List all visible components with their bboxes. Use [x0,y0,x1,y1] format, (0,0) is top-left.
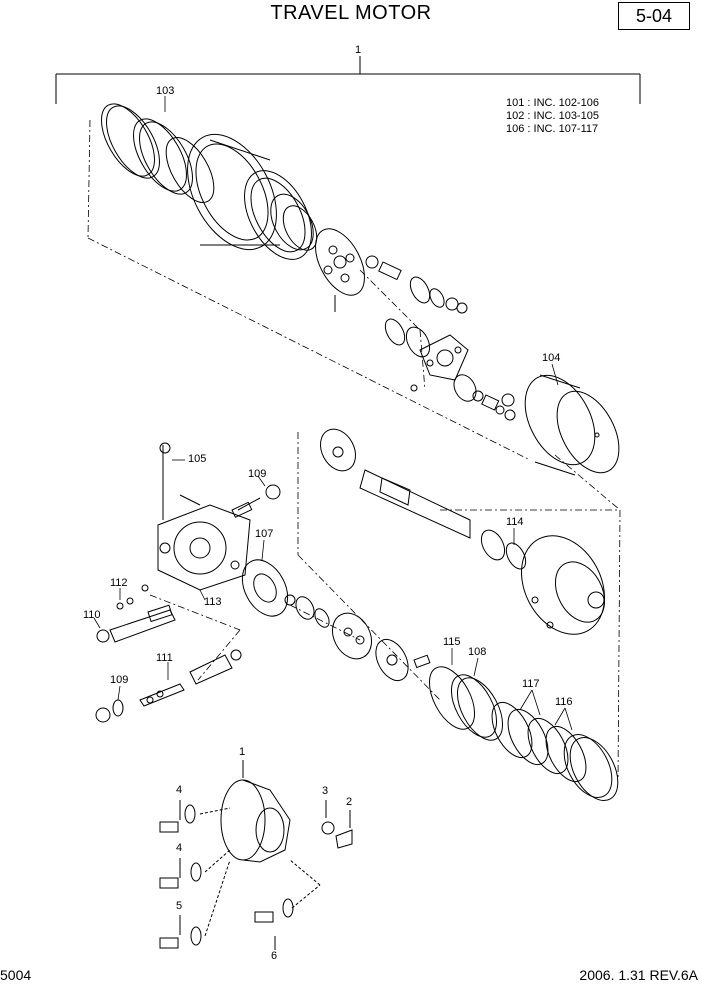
part-111-valve [95,649,242,723]
callout-111: 111 [156,652,173,664]
callout-103: 103 [156,85,175,97]
callout-1-bottom: 1 [239,746,246,758]
leader-lines [93,96,573,731]
callout-109a: 109 [248,468,267,480]
legend-line: 101 : INC. 102-106 [506,97,599,109]
callout-107: 107 [255,528,274,540]
main-housing [187,133,318,260]
callout-115: 115 [443,636,461,648]
callout-112: 112 [110,577,128,589]
fittings [159,821,274,949]
page-title: TRAVEL MOTOR [270,2,432,24]
valve-plate-group [384,318,516,421]
shaft-parts-upper [365,255,468,314]
callout-4b: 4 [176,842,183,854]
callout-6: 6 [271,950,278,962]
part-110-spool [96,584,176,643]
footer-revision: 2006. 1.31 REV.6A [579,967,698,983]
footer-code: 5004 [0,967,32,983]
part-115-108-rings [428,666,504,741]
page-reference: 5-04 [618,2,690,30]
travel-motor-assembly-overview [179,760,353,950]
legend-line: 102 : INC. 103-105 [506,110,599,122]
callout-105: 105 [188,453,207,465]
assembly-bracket [55,56,641,104]
callout-113: 113 [204,596,222,608]
assembly-legend: 101 : INC. 102-106 102 : INC. 103-105 10… [506,97,599,136]
part-116-117-rings [491,701,619,801]
callout-104: 104 [542,352,561,364]
part-107-plate [241,559,289,617]
callout-4a: 4 [176,784,183,796]
pistons-and-plate [284,594,431,682]
callout-5: 5 [176,900,183,912]
callout-114: 114 [506,516,524,528]
callout-110: 110 [83,609,101,621]
legend-line: 106 : INC. 107-117 [506,123,599,135]
callout-3: 3 [322,785,329,797]
part-104-cover [524,374,620,476]
cylinder-block [315,228,365,312]
callout-2: 2 [346,796,353,808]
callout-109b: 109 [110,674,129,686]
brake-piston-group [319,428,606,635]
assembly-axis-lines [87,119,621,781]
callout-116: 116 [555,696,573,708]
callout-108: 108 [468,646,487,658]
callout-1-top: 1 [355,44,362,56]
part-103-rings [101,103,215,203]
callout-117: 117 [522,678,540,690]
rear-cover-assembly [157,442,281,591]
